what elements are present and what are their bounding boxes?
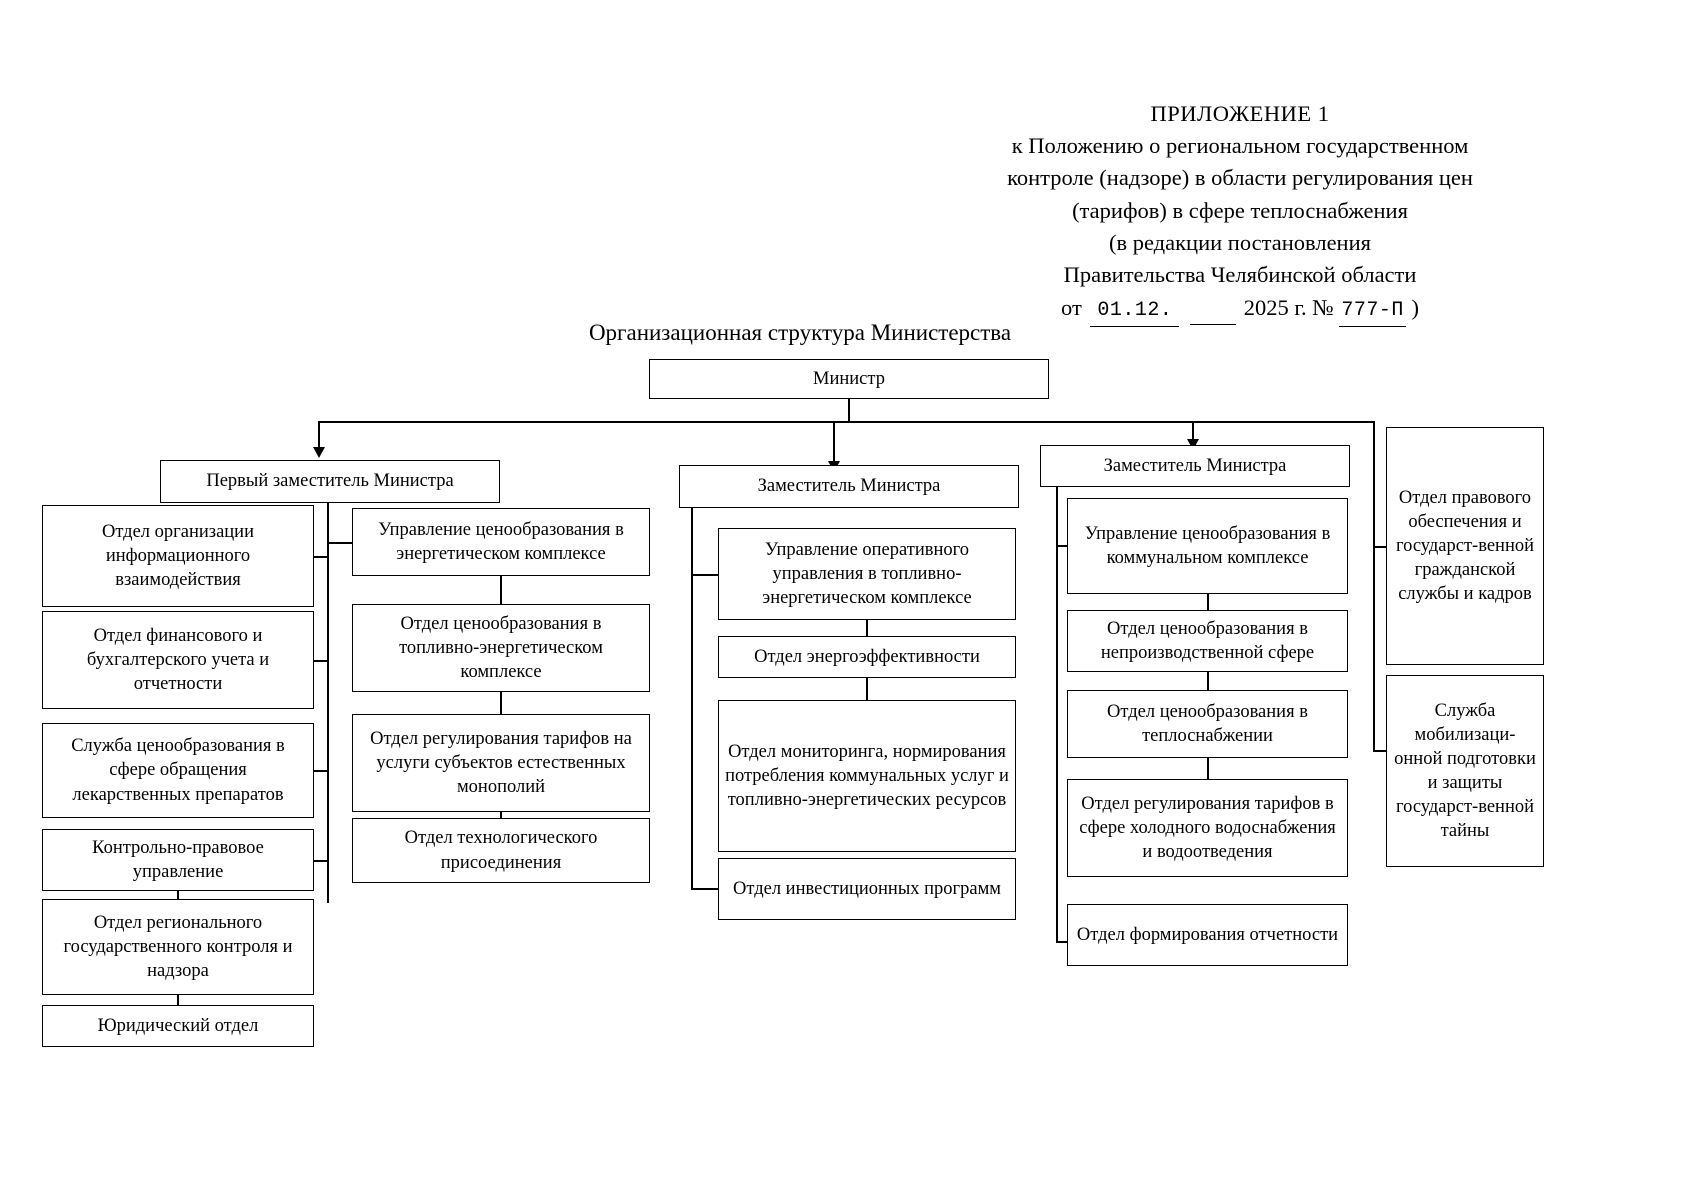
node-col2-3: Отдел технологического присоединения [352,818,650,883]
node-col4-1: Отдел ценообразования в непроизводственн… [1067,610,1348,672]
date-blank-fill [1190,292,1237,326]
connector-col4-spine [1056,487,1058,942]
header-line-2: к Положению о региональном государственн… [1011,133,1469,159]
node-deputy-2: Заместитель Министра [679,465,1019,508]
node-deputy-3: Заместитель Министра [1040,445,1350,487]
header-line-4: (тарифов) в сфере теплоснабжения [1072,197,1408,223]
connector-col3-0 [691,574,719,576]
node-col3-3: Отдел инвестиционных программ [718,858,1016,920]
node-col5-1: Служба мобилизаци-онной подготовки и защ… [1386,675,1544,867]
node-col3-2: Отдел мониторинга, нормирования потребле… [718,700,1016,852]
connector-bus-right-end [1373,421,1375,751]
node-col4-0: Управление ценообразования в коммунально… [1067,498,1348,594]
connector-col3-3 [691,888,719,890]
connector-col3-0-to-1 [866,620,868,637]
connector-col1-3-to-4 [177,891,179,900]
connector-col1-2 [314,770,328,772]
node-col1-3: Контрольно-правовое управление [42,829,314,891]
arrow-deputy-3 [1187,439,1199,450]
connector-col4-4 [1056,941,1068,943]
node-col3-1: Отдел энергоэффективности [718,636,1016,678]
connector-col4-2-to-3 [1207,758,1209,780]
connector-drop-deputy-3 [1192,421,1194,441]
closing-paren: ) [1411,295,1420,321]
node-col4-4: Отдел формирования отчетности [1067,904,1348,966]
node-col1-5: Юридический отдел [42,1005,314,1047]
connector-col4-0 [1056,545,1068,547]
header-dateline: от 01.12. 2025 г. № 777-П ) [930,291,1550,327]
connector-col1-0 [314,556,328,558]
connector-col5-1 [1373,750,1387,752]
header-line-3: контроле (надзоре) в области регулирован… [1007,165,1473,191]
connector-col1-4-to-5 [177,995,179,1006]
header-line-5: (в редакции постановления [1109,229,1371,255]
connector-col3-1-to-2 [866,678,868,701]
connector-col2-0 [327,542,353,544]
node-col2-2: Отдел регулирования тарифов на услуги су… [352,714,650,812]
node-first-deputy: Первый заместитель Министра [160,460,500,503]
header-line-6: Правительства Челябинской области [1063,261,1417,287]
node-col2-0: Управление ценообразования в энергетичес… [352,508,650,576]
connector-minister-stem [848,399,850,422]
year-suffix: г. [1294,295,1307,321]
connector-col3-spine [691,508,693,888]
chart-title: Организационная структура Министерства [588,320,1012,345]
connector-col4-1-to-2 [1207,672,1209,691]
node-col1-0: Отдел организации информационного взаимо… [42,505,314,607]
connector-col2-0-to-1 [500,576,502,605]
appendix-title: ПРИЛОЖЕНИЕ 1 [1150,101,1330,126]
connector-drop-first-deputy [318,421,320,449]
node-col4-2: Отдел ценообразования в теплоснабжении [1067,690,1348,758]
year-value: 2025 [1243,295,1289,321]
connector-col1-spine [327,503,329,903]
connector-drop-deputy-2 [833,421,835,463]
connector-col2-1-to-2 [500,692,502,715]
date-value: 01.12. [1090,297,1180,327]
node-minister: Министр [649,359,1049,399]
connector-col4-0-to-1 [1207,594,1209,611]
node-col1-2: Служба ценообразования в сфере обращения… [42,723,314,818]
number-label: № [1312,295,1334,321]
node-col2-1: Отдел ценообразования в топливно-энергет… [352,604,650,692]
arrow-first-deputy [313,447,325,458]
connector-col2-2-to-3 [500,812,502,819]
connector-col5-0 [1373,546,1387,548]
node-col5-0: Отдел правового обеспечения и государст-… [1386,427,1544,665]
node-col4-3: Отдел регулирования тарифов в сфере холо… [1067,779,1348,877]
document-number: 777-П [1339,297,1406,327]
node-col1-4: Отдел регионального государственного кон… [42,899,314,995]
document-header: ПРИЛОЖЕНИЕ 1 к Положению о региональном … [930,98,1550,327]
node-col1-1: Отдел финансового и бухгалтерского учета… [42,611,314,709]
date-prefix-label: от [1061,295,1082,321]
node-col3-0: Управление оперативного управления в топ… [718,528,1016,620]
connector-col1-3 [314,860,328,862]
connector-col1-1 [314,660,328,662]
connector-top-bus [318,421,1374,423]
